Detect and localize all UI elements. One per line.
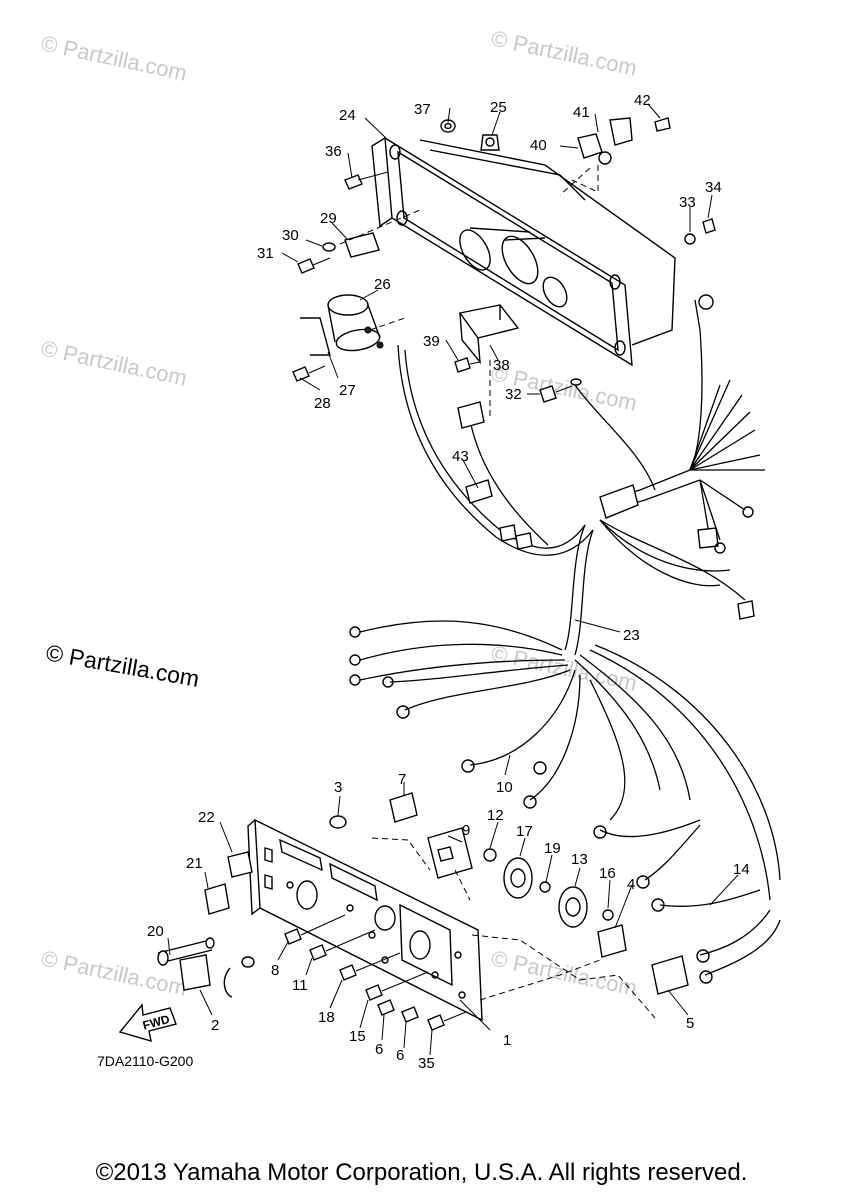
callout-12: 12 — [487, 807, 504, 824]
watermark: © Partzilla.com — [489, 945, 639, 1000]
watermark: © Partzilla.com — [39, 335, 189, 390]
callout-13: 13 — [571, 851, 588, 868]
watermark: © Partzilla.com — [489, 25, 639, 80]
callout-6: 6 — [375, 1041, 383, 1058]
callout-18: 18 — [318, 1009, 335, 1026]
watermark: © Partzilla.com — [489, 640, 639, 695]
callout-22: 22 — [198, 809, 215, 826]
lower-components — [157, 792, 689, 1019]
callout-24: 24 — [339, 107, 356, 124]
callout-26: 26 — [374, 276, 391, 293]
callout-10: 10 — [496, 779, 513, 796]
callout-11: 11 — [292, 977, 308, 994]
callout-32: 32 — [505, 386, 522, 403]
callout-5: 5 — [686, 1015, 694, 1032]
wire-harness — [359, 299, 781, 976]
watermark: © Partzilla.com — [39, 30, 189, 85]
callout-20: 20 — [147, 923, 164, 940]
callout-29: 29 — [320, 210, 337, 227]
callout-31: 31 — [257, 245, 274, 262]
callout-37: 37 — [414, 101, 431, 118]
drawing-code: 7DA2110-G200 — [97, 1053, 194, 1069]
callout-labels: 1 2 3 4 5 6 6 7 8 9 10 11 12 13 14 15 16… — [147, 92, 750, 1072]
callout-39: 39 — [423, 333, 440, 350]
leader-lines — [167, 103, 739, 1056]
callout-15: 15 — [349, 1028, 366, 1045]
capacitor — [292, 294, 406, 382]
callout-21: 21 — [186, 855, 203, 872]
callout-34: 34 — [705, 179, 722, 196]
callout-30: 30 — [282, 227, 299, 244]
callout-6: 6 — [396, 1047, 404, 1064]
relay — [454, 304, 520, 420]
fwd-label: FWD — [141, 1012, 171, 1033]
terminals — [349, 294, 754, 984]
callout-38: 38 — [493, 357, 510, 374]
top-hardware — [297, 117, 716, 274]
bolt-32 — [539, 378, 582, 403]
callout-36: 36 — [325, 143, 342, 160]
callout-4: 4 — [627, 876, 635, 893]
callout-8: 8 — [271, 962, 279, 979]
callout-23: 23 — [623, 627, 640, 644]
callout-17: 17 — [516, 823, 533, 840]
callout-2: 2 — [211, 1017, 219, 1034]
callout-1: 1 — [503, 1032, 511, 1049]
callout-33: 33 — [679, 194, 696, 211]
callout-28: 28 — [314, 395, 331, 412]
watermark-prominent: © Partzilla.com — [44, 639, 201, 692]
callout-3: 3 — [334, 779, 342, 796]
callout-25: 25 — [490, 99, 507, 116]
copyright-notice: ©2013 Yamaha Motor Corporation, U.S.A. A… — [95, 1159, 748, 1186]
panel-screws — [284, 914, 467, 1031]
fwd-arrow: FWD — [118, 1003, 177, 1042]
callout-14: 14 — [733, 861, 750, 878]
callout-35: 35 — [418, 1055, 435, 1072]
callout-42: 42 — [634, 92, 651, 109]
callout-7: 7 — [398, 771, 406, 788]
callout-40: 40 — [530, 137, 547, 154]
callout-19: 19 — [544, 840, 561, 857]
callout-41: 41 — [573, 104, 590, 121]
callout-27: 27 — [339, 382, 356, 399]
callout-43: 43 — [452, 448, 469, 465]
callout-16: 16 — [599, 865, 616, 882]
control-box-bracket — [371, 136, 676, 367]
callout-9: 9 — [462, 822, 470, 839]
